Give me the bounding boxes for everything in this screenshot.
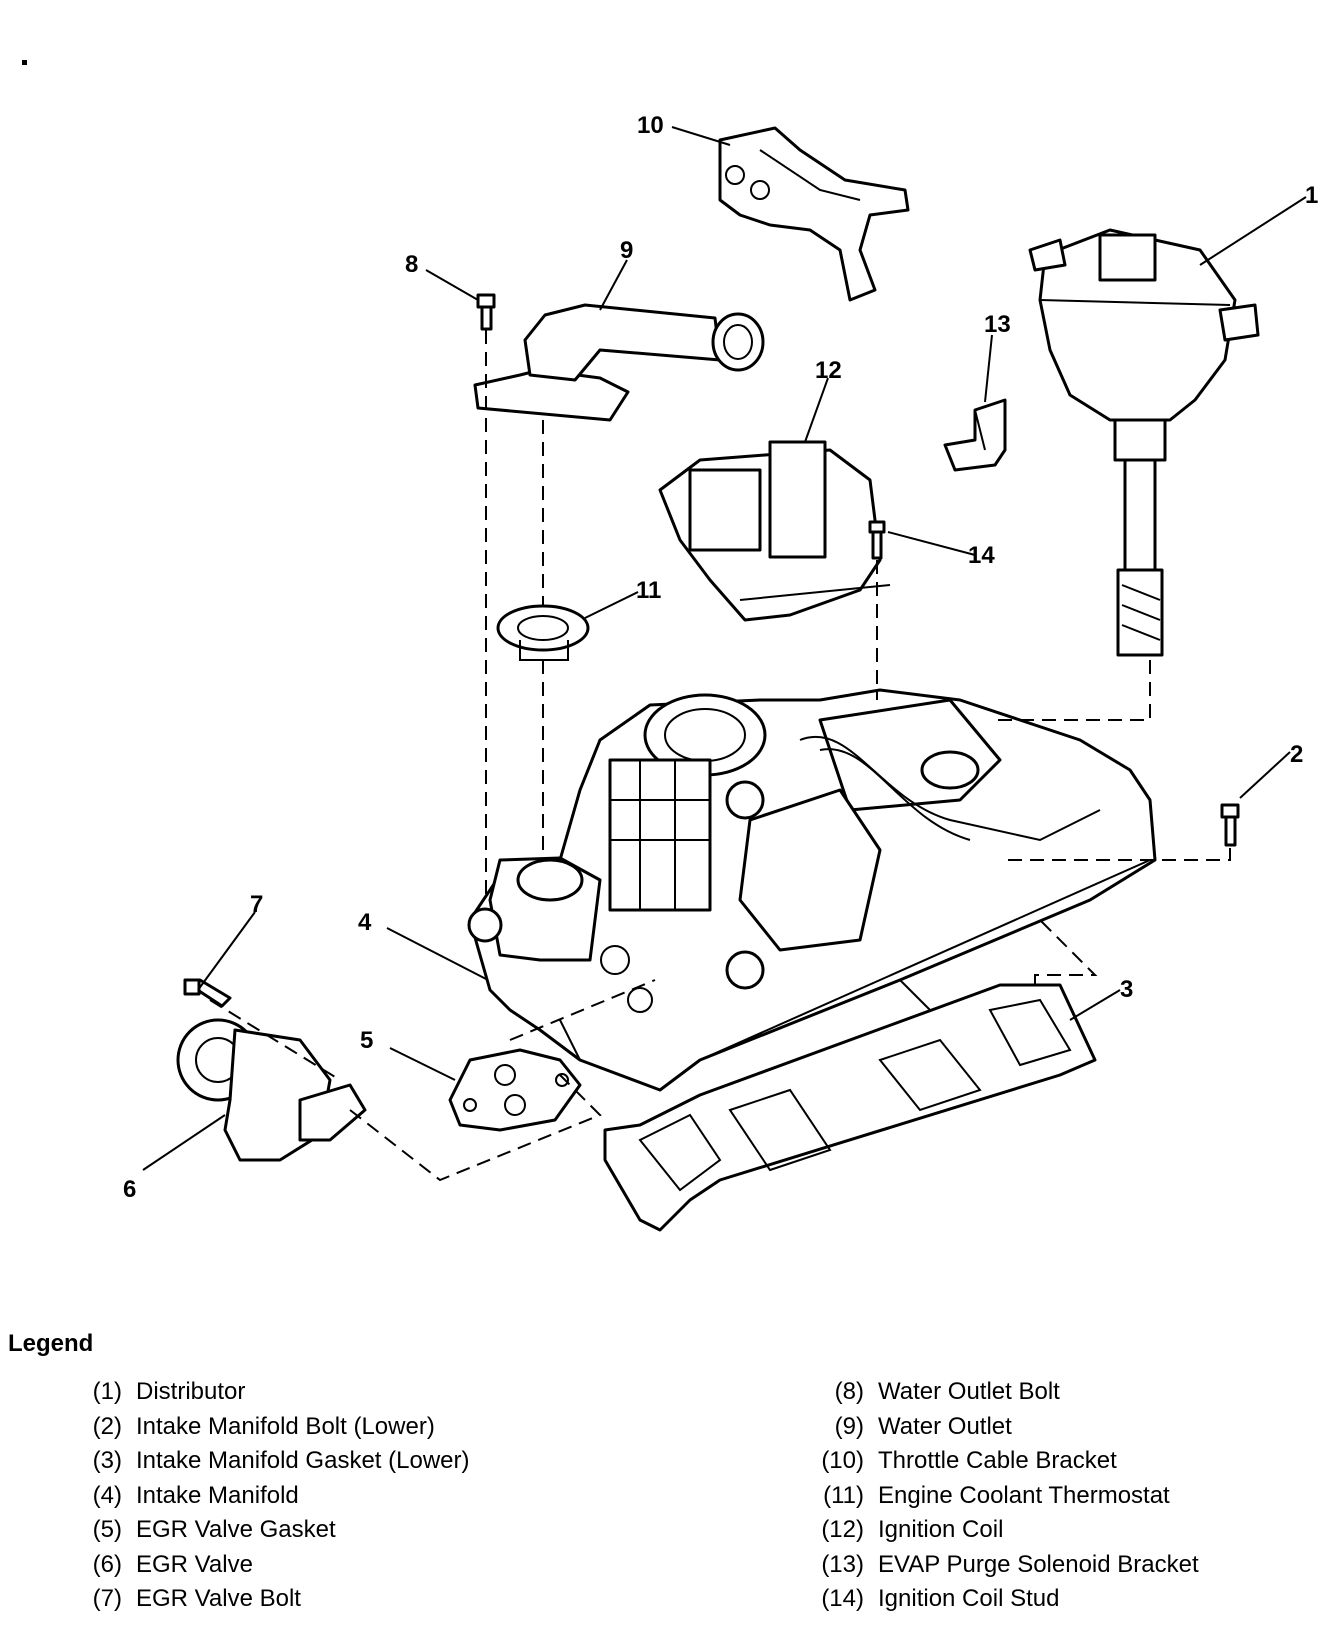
legend-number: (13): [821, 1550, 864, 1578]
legend-label: EGR Valve Gasket: [136, 1516, 336, 1543]
legend-label: Water Outlet: [878, 1412, 1012, 1440]
distributor: [1028, 228, 1260, 657]
callout-2: 2: [1290, 741, 1303, 768]
legend-label: Water Outlet Bolt: [878, 1378, 1060, 1405]
callout-7: 7: [250, 891, 263, 918]
legend-label: EVAP Purge Solenoid Bracket: [878, 1550, 1199, 1578]
legend-number: (14): [821, 1585, 864, 1612]
leader-lines: [142, 126, 1307, 1171]
legend-label: Engine Coolant Thermostat: [878, 1481, 1170, 1509]
water-outlet-bolt: [476, 293, 496, 331]
legend-item: (2) Intake Manifold Bolt (Lower): [58, 1413, 469, 1448]
egr-valve-bolt: [183, 978, 232, 1008]
legend-item: (11) Engine Coolant Thermostat: [800, 1482, 1199, 1517]
legend-item: (4) Intake Manifold: [58, 1482, 469, 1517]
callout-6: 6: [123, 1176, 136, 1203]
legend-label: EGR Valve: [136, 1550, 253, 1578]
callout-12: 12: [815, 357, 842, 384]
legend-column-left: (1) Distributor (2) Intake Manifold Bolt (…: [58, 1378, 470, 1620]
egr-valve-gasket: [448, 1048, 582, 1132]
intake-manifold-gasket: [603, 983, 1097, 1232]
callout-10: 10: [637, 112, 664, 139]
legend-number: (11): [823, 1481, 864, 1509]
legend-label: Intake Manifold Bolt (Lower): [136, 1412, 435, 1440]
legend-number: (9): [834, 1412, 864, 1440]
legend-item: (10) Throttle Cable Bracket: [800, 1447, 1199, 1482]
callout-4: 4: [358, 909, 372, 936]
exploded-diagram: 1 2 3 4 5 6 7 8 9 10 11 12 13 14: [123, 112, 1318, 1232]
water-outlet: [473, 303, 765, 422]
callout-9: 9: [620, 237, 633, 264]
legend-item: (12) Ignition Coil: [800, 1516, 1199, 1551]
legend-number: (10): [821, 1447, 864, 1474]
callout-14: 14: [968, 542, 995, 569]
legend-item: (9) Water Outlet: [800, 1413, 1199, 1448]
legend-item: (14) Ignition Coil Stud: [800, 1585, 1199, 1620]
legend-item: (5) EGR Valve Gasket: [58, 1516, 469, 1551]
legend-item: (1) Distributor: [58, 1378, 469, 1413]
egr-valve: [176, 1018, 367, 1162]
stray-mark: [22, 60, 27, 65]
callout-13: 13: [984, 311, 1011, 338]
legend-number: (6): [92, 1550, 122, 1578]
legend-number: (7): [92, 1585, 122, 1612]
legend-number: (3): [92, 1447, 122, 1474]
callout-8: 8: [405, 251, 418, 278]
intake-manifold-bolt: [1220, 803, 1240, 847]
legend-number: (8): [834, 1378, 864, 1405]
callout-5: 5: [360, 1027, 373, 1054]
callout-11: 11: [636, 577, 661, 604]
intake-manifold: [467, 688, 1157, 1092]
legend-label: Distributor: [136, 1378, 246, 1405]
legend-column-right: (8) Water Outlet Bolt (9) Water Outlet (10…: [800, 1378, 1199, 1620]
legend-item: (13) EVAP Purge Solenoid Bracket: [800, 1550, 1199, 1586]
assembly-lines: [209, 330, 1231, 1182]
engine-coolant-thermostat: [496, 604, 590, 661]
legend-item: (8) Water Outlet Bolt: [800, 1378, 1199, 1413]
callout-1: 1: [1305, 182, 1318, 209]
legend-label: Intake Manifold: [136, 1481, 299, 1509]
legend-title: Legend: [8, 1330, 94, 1357]
legend-label: Ignition Coil Stud: [878, 1585, 1060, 1612]
legend-label: EGR Valve Bolt: [136, 1585, 301, 1612]
legend-number: (5): [92, 1516, 122, 1543]
legend-label: Ignition Coil: [878, 1516, 1004, 1543]
callout-labels: 1 2 3 4 5 6 7 8 9 10 11 12 13 14: [123, 112, 1318, 1203]
legend-number: (12): [821, 1516, 864, 1543]
legend-label: Intake Manifold Gasket (Lower): [136, 1447, 470, 1474]
legend-item: (6) EGR Valve: [58, 1551, 469, 1586]
throttle-cable-bracket: [718, 126, 910, 302]
callout-3: 3: [1120, 976, 1133, 1003]
legend-label: Throttle Cable Bracket: [878, 1447, 1117, 1474]
legend-number: (1): [92, 1378, 122, 1405]
legend-number: (4): [92, 1481, 122, 1509]
ignition-coil-stud: [868, 520, 886, 560]
legend-item: (3) Intake Manifold Gasket (Lower): [58, 1447, 470, 1482]
evap-purge-solenoid-bracket: [943, 398, 1007, 472]
ignition-coil: [658, 440, 891, 622]
legend-item: (7) EGR Valve Bolt: [58, 1585, 469, 1620]
legend-number: (2): [92, 1412, 122, 1440]
